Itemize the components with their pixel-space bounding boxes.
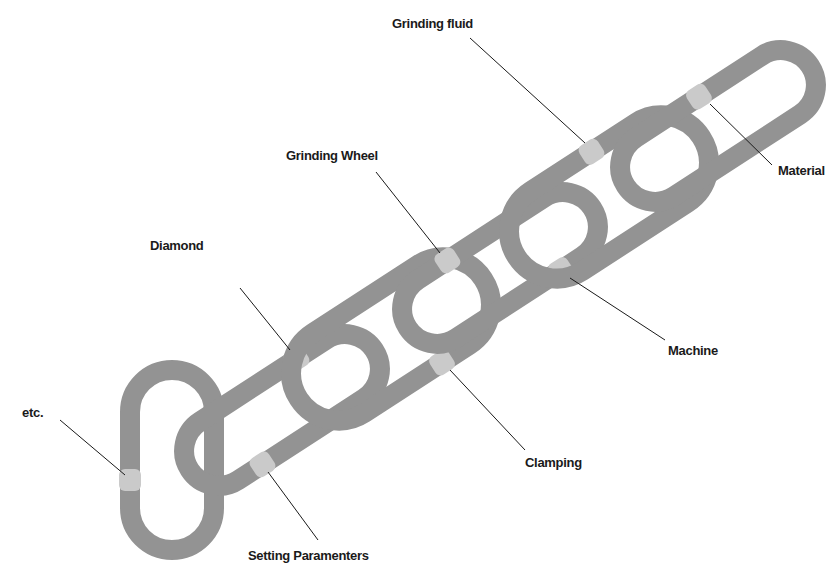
part-label: Material	[778, 163, 825, 179]
part-label: etc.	[22, 405, 43, 421]
chain-links	[119, 28, 829, 550]
leader-lines	[60, 38, 772, 540]
leader-line	[268, 472, 318, 540]
chain-link	[119, 370, 214, 550]
highlight-segment	[684, 81, 714, 111]
leader-line	[710, 104, 772, 165]
part-label: Machine	[668, 343, 718, 359]
link-outline	[607, 37, 830, 216]
link-outline	[491, 97, 727, 296]
leader-line	[450, 370, 525, 450]
leader-line	[240, 288, 290, 350]
part-label: Grinding fluid	[392, 16, 473, 32]
link-outline	[273, 239, 509, 438]
chain-link	[601, 28, 830, 216]
chain-link	[273, 239, 515, 448]
leader-line	[570, 278, 665, 340]
highlight-segment	[247, 449, 277, 479]
leader-line	[376, 172, 440, 253]
link-outline	[130, 370, 214, 550]
part-label: Grinding Wheel	[286, 148, 378, 164]
highlight-segment	[432, 245, 462, 275]
leader-line	[470, 38, 585, 143]
leader-line	[60, 420, 125, 475]
highlight-segment	[576, 137, 606, 167]
part-label: Diamond	[150, 238, 204, 254]
part-label: Clamping	[525, 455, 582, 471]
part-label: Setting Paramenters	[248, 548, 369, 564]
